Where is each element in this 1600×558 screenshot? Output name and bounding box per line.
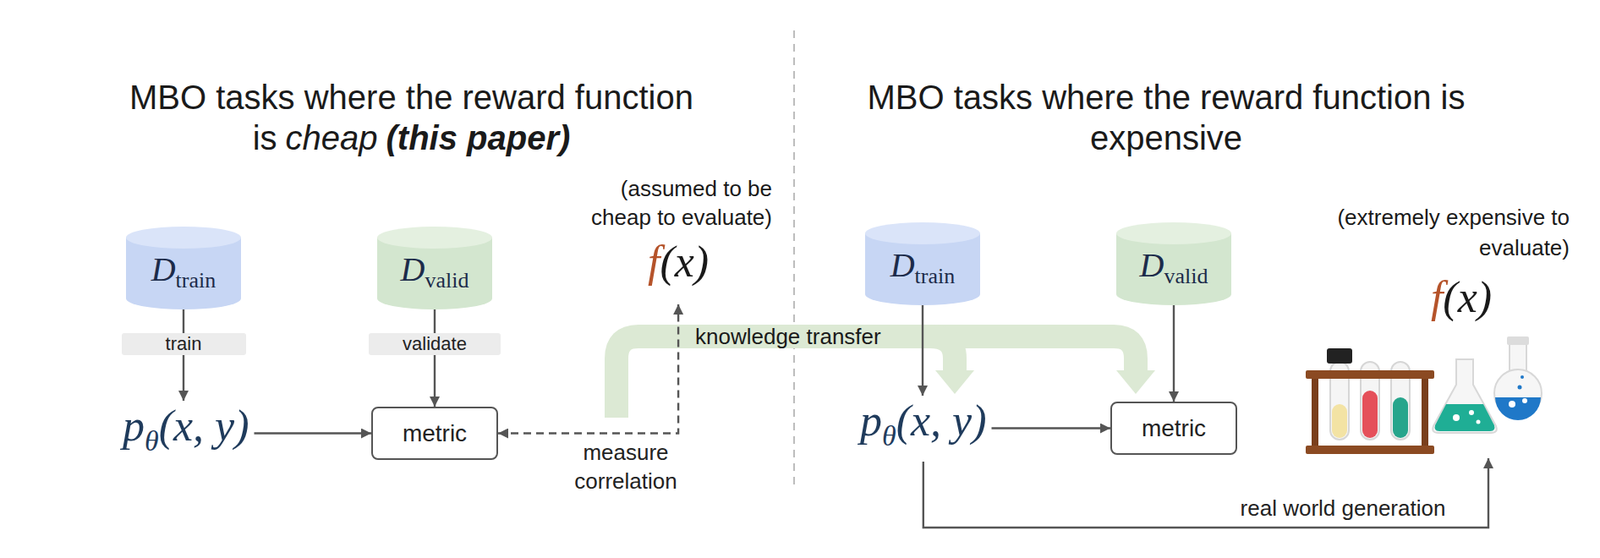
lab-illustration (1305, 336, 1542, 455)
node-text: p (860, 396, 883, 445)
node-text: θ (144, 425, 159, 457)
cylinder-top (865, 222, 981, 245)
transfer-head (1116, 370, 1156, 395)
node-label: Dtrain (890, 248, 956, 288)
metric-box: metric (1110, 401, 1238, 455)
connector (433, 309, 436, 407)
connector (254, 432, 373, 434)
connector (923, 458, 1489, 528)
connector (1172, 305, 1175, 402)
math-node: f(x) (1306, 272, 1552, 459)
node-text: train (175, 268, 217, 293)
cylinder-top (377, 226, 493, 249)
text-block: (assumed to be cheap to evaluate) (577, 174, 773, 232)
section-heading: (this paper) (386, 119, 571, 157)
node-text: D (151, 250, 176, 289)
node-label: pθ(x, y) (860, 395, 987, 462)
section-heading: MBO tasks where the reward function is e… (867, 78, 1466, 157)
node-text: metric (1141, 415, 1206, 442)
node-text: f (647, 237, 660, 286)
text-block: (extremely expensive to evaluate) (1315, 202, 1570, 264)
edge-label: validate (368, 333, 501, 356)
node-text: θ (882, 420, 897, 452)
section-heading: cheap (285, 119, 379, 157)
cylinder-top (126, 226, 242, 249)
node-text: D (890, 246, 916, 285)
node-label: metric (1141, 414, 1206, 444)
cylinder-top (1116, 222, 1232, 245)
math-node: f(x) (642, 236, 714, 298)
node-text: (x, y) (158, 401, 250, 450)
text-block: knowledge transfer (695, 322, 882, 351)
transfer-branch (930, 336, 955, 374)
edge-label: train (121, 333, 247, 356)
node-text: metric (402, 420, 467, 447)
text-block: MBO tasks where the reward function is e… (853, 76, 1480, 159)
database-cylinder: Dtrain (126, 226, 242, 310)
database-cylinder: Dvalid (377, 226, 493, 310)
node-text: f (1430, 273, 1443, 322)
node-text: D (1139, 246, 1165, 285)
math-node: pθ(x, y) (117, 400, 255, 467)
node-text: valid (424, 268, 469, 293)
node-text: D (400, 250, 426, 289)
metric-box: metric (371, 406, 499, 461)
node-text: train (915, 263, 956, 289)
edge-label: measure correlation (562, 438, 690, 496)
band-label: knowledge transfer (695, 323, 882, 350)
connector (921, 305, 924, 396)
node-label: Dtrain (151, 252, 217, 292)
node-label: pθ(x, y) (122, 400, 250, 467)
transfer-head (935, 370, 975, 395)
text-block: MBO tasks where the reward function isch… (121, 76, 702, 159)
node-text: (x, y) (896, 396, 987, 445)
database-cylinder: Dtrain (865, 222, 981, 306)
node-label: f(x) (647, 236, 709, 298)
node-text: valid (1163, 263, 1208, 289)
node-label: f(x) (1306, 272, 1552, 334)
connector (498, 304, 679, 434)
node-label: Dvalid (400, 252, 470, 292)
connector (991, 427, 1112, 429)
node-label: metric (402, 419, 467, 449)
node-text: p (122, 401, 145, 450)
node-text: (x) (659, 237, 709, 286)
note-text: (assumed to be cheap to evaluate) (591, 175, 773, 231)
math-node: pθ(x, y) (854, 395, 992, 462)
edge-label: real world generation (1216, 493, 1470, 523)
note-text: (extremely expensive to evaluate) (1336, 204, 1570, 261)
node-label: Dvalid (1139, 248, 1209, 288)
divider-line (793, 30, 795, 491)
connector (182, 309, 185, 401)
database-cylinder: Dvalid (1116, 222, 1232, 306)
node-text: (x) (1442, 273, 1492, 322)
